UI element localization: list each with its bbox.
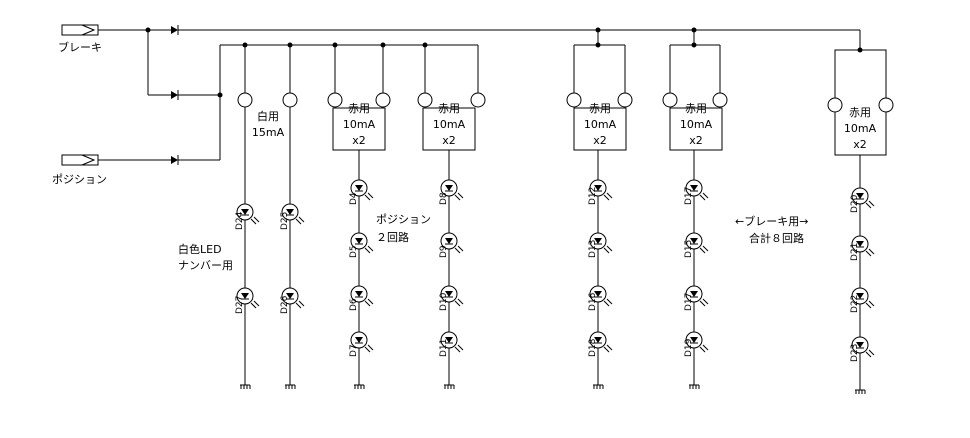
led-ref: D25 <box>280 212 290 230</box>
led-ref: D26 <box>280 295 290 314</box>
svg-text:10mA: 10mA <box>433 118 466 131</box>
svg-text:赤用: 赤用 <box>685 102 707 115</box>
svg-text:x2: x2 <box>593 134 607 147</box>
regulator-label-pos-b: 赤用 10mA x2 <box>433 102 466 147</box>
regulator-label-brk-c: 赤用 10mA x2 <box>844 106 877 151</box>
svg-text:合計８回路: 合計８回路 <box>749 231 804 245</box>
led-ref: D6 <box>349 298 359 311</box>
led-ref: D17 <box>684 187 694 205</box>
svg-text:10mA: 10mA <box>584 118 617 131</box>
led-ref: D27 <box>235 296 245 314</box>
svg-text:ポジション: ポジション <box>376 213 431 226</box>
svg-text:白色LED: 白色LED <box>178 242 222 256</box>
led-ref: D23 <box>850 344 860 362</box>
led-ref: D9 <box>439 245 449 258</box>
svg-text:x2: x2 <box>442 134 456 147</box>
regulator-label-brk-b: 赤用 10mA x2 <box>680 102 713 147</box>
led-ref: D13 <box>588 240 598 258</box>
white-led-note: 白色LED ナンバー用 <box>178 242 233 272</box>
svg-text:←ブレーキ用→: ←ブレーキ用→ <box>735 214 808 228</box>
svg-text:x2: x2 <box>352 134 366 147</box>
svg-text:赤用: 赤用 <box>438 102 460 115</box>
brake-note: ←ブレーキ用→ 合計８回路 <box>735 214 808 245</box>
position-note: ポジション ２回路 <box>376 213 431 244</box>
svg-text:x2: x2 <box>853 138 867 151</box>
regulator-label-brk-a: 赤用 10mA x2 <box>584 102 617 147</box>
led-ref: D20 <box>850 194 860 213</box>
white-regulators <box>237 45 298 385</box>
position-input-connector <box>61 154 99 166</box>
led-ref: D17 <box>684 293 694 311</box>
svg-text:10mA: 10mA <box>343 118 376 131</box>
svg-text:15mA: 15mA <box>252 126 285 139</box>
brake-diode <box>171 25 179 35</box>
led-ref: D21 <box>850 243 860 261</box>
led-ref: D5 <box>349 245 359 258</box>
led-ref: D24 <box>235 211 245 230</box>
led-ref: D8 <box>439 192 449 205</box>
led-ref: D10 <box>439 292 449 311</box>
regulator-label-pos-a: 赤用 10mA x2 <box>343 102 376 147</box>
brake-input-label: ブレーキ <box>58 40 102 54</box>
led-ref: D12 <box>588 187 598 205</box>
svg-text:赤用: 赤用 <box>849 106 871 119</box>
svg-text:赤用: 赤用 <box>348 102 370 115</box>
svg-text:赤用: 赤用 <box>589 102 611 115</box>
led-ref: D7 <box>349 344 359 357</box>
svg-text:10mA: 10mA <box>680 118 713 131</box>
led-ref: D15 <box>684 240 694 258</box>
led-ref: D4 <box>349 192 359 205</box>
brake-input-connector <box>61 24 99 36</box>
junctions <box>145 27 863 98</box>
ground-symbols <box>239 384 866 395</box>
led-ref: D19 <box>684 338 694 357</box>
led-ref: D22 <box>850 295 860 313</box>
led-refs: D24 D27 D25 D26 D4 D5 D6 D7 D8 D9 D10 D1… <box>235 187 860 362</box>
led-ref: D16 <box>588 292 598 311</box>
svg-text:白用: 白用 <box>257 109 279 123</box>
brake-to-position-diode <box>171 90 179 100</box>
svg-text:x2: x2 <box>689 134 703 147</box>
svg-text:10mA: 10mA <box>844 122 877 135</box>
regulator-label-white: 白用 15mA <box>252 109 285 139</box>
position-diode <box>171 155 179 165</box>
led-ref: D11 <box>439 339 449 357</box>
svg-text:ナンバー用: ナンバー用 <box>178 259 233 272</box>
svg-text:２回路: ２回路 <box>376 231 409 244</box>
led-ref: D18 <box>588 338 598 357</box>
position-input-label: ポジション <box>52 173 107 186</box>
